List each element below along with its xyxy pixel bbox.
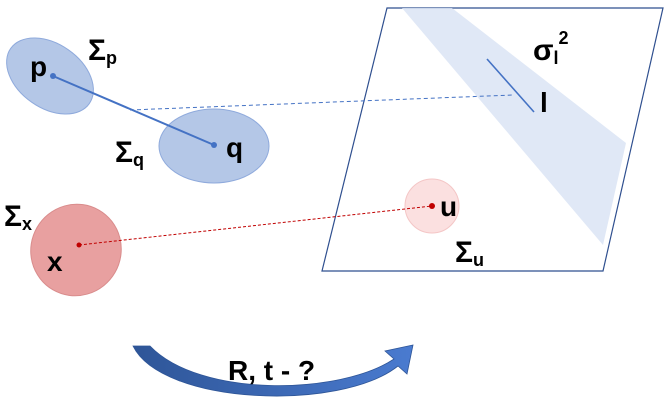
transform-arrow xyxy=(132,344,414,397)
label-sigma-u: Σu xyxy=(455,236,484,270)
segment-pq xyxy=(52,75,215,146)
label-u: u xyxy=(440,191,457,222)
line-uncertainty-band xyxy=(402,8,626,245)
label-sigma-l: σl2 xyxy=(533,28,569,68)
label-sigma-x: Σx xyxy=(4,200,32,234)
line-l xyxy=(486,58,535,113)
transform-label: R, t - ? xyxy=(228,355,315,386)
projection-line-pq xyxy=(129,94,514,111)
point-q-marker xyxy=(211,142,217,148)
label-sigma-q: Σq xyxy=(115,136,144,170)
projection-line-xu xyxy=(78,205,433,246)
label-l: l xyxy=(540,87,548,118)
point-x-marker xyxy=(76,242,82,248)
covariance-ellipse-x xyxy=(30,203,122,297)
label-q: q xyxy=(226,132,243,163)
label-p: p xyxy=(30,51,47,82)
point-u-marker xyxy=(429,203,435,209)
label-sigma-p: Σp xyxy=(88,34,117,68)
point-p-marker xyxy=(50,73,56,79)
label-x: x xyxy=(47,246,63,277)
